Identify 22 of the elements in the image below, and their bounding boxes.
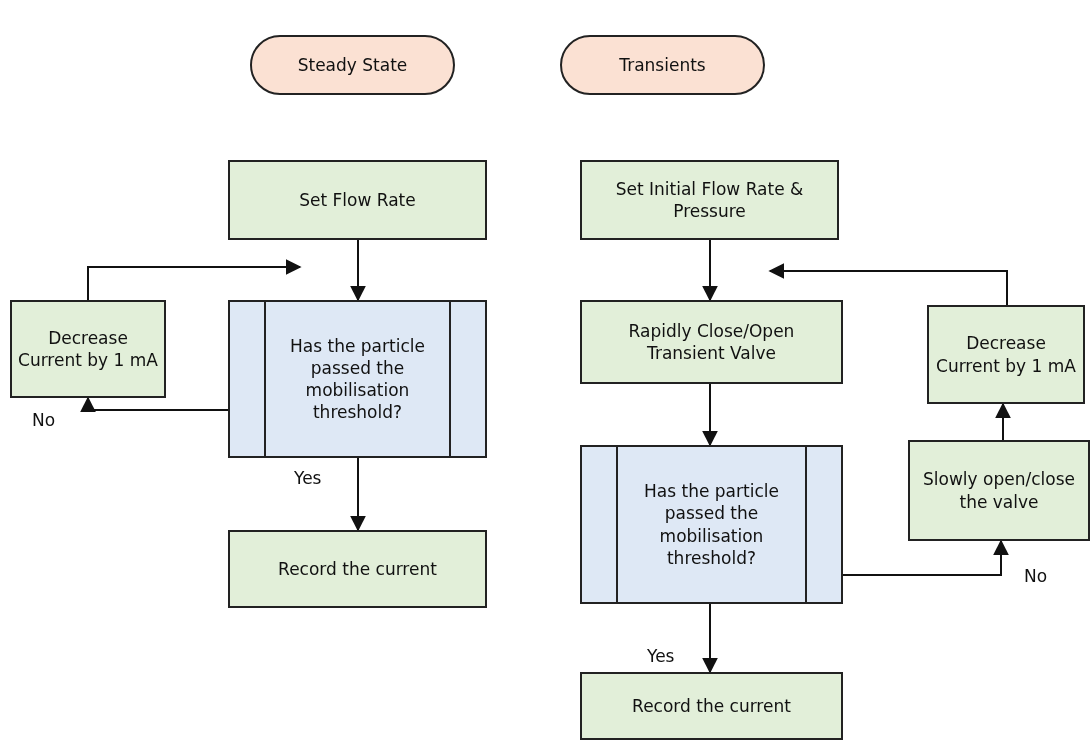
process-box: Decrease Current by 1 mA <box>10 300 166 398</box>
process-box: Decrease Current by 1 mA <box>927 305 1085 404</box>
predefined-process-box: Has the particle passed the mobilisation threshold? <box>228 300 487 458</box>
arrow <box>702 239 718 302</box>
arrow <box>702 383 718 447</box>
terminator-pill: Transients <box>560 35 765 95</box>
terminator-pill: Steady State <box>250 35 455 95</box>
arrow <box>995 402 1011 441</box>
process-box: Set Flow Rate <box>228 160 487 240</box>
process-box: Rapidly Close/Open Transient Valve <box>580 300 843 384</box>
process-box: Set Initial Flow Rate & Pressure <box>580 160 839 240</box>
arrow <box>350 457 366 532</box>
arrow <box>768 263 1008 306</box>
process-box: Slowly open/close the valve <box>908 440 1090 541</box>
process-box: Record the current <box>580 672 843 740</box>
arrow <box>350 239 366 302</box>
arrow <box>842 539 1009 576</box>
arrow <box>702 603 718 674</box>
arrow <box>87 259 302 301</box>
process-box: Record the current <box>228 530 487 608</box>
arrow <box>80 396 229 413</box>
predefined-process-box: Has the particle passed the mobilisation threshold? <box>580 445 843 604</box>
